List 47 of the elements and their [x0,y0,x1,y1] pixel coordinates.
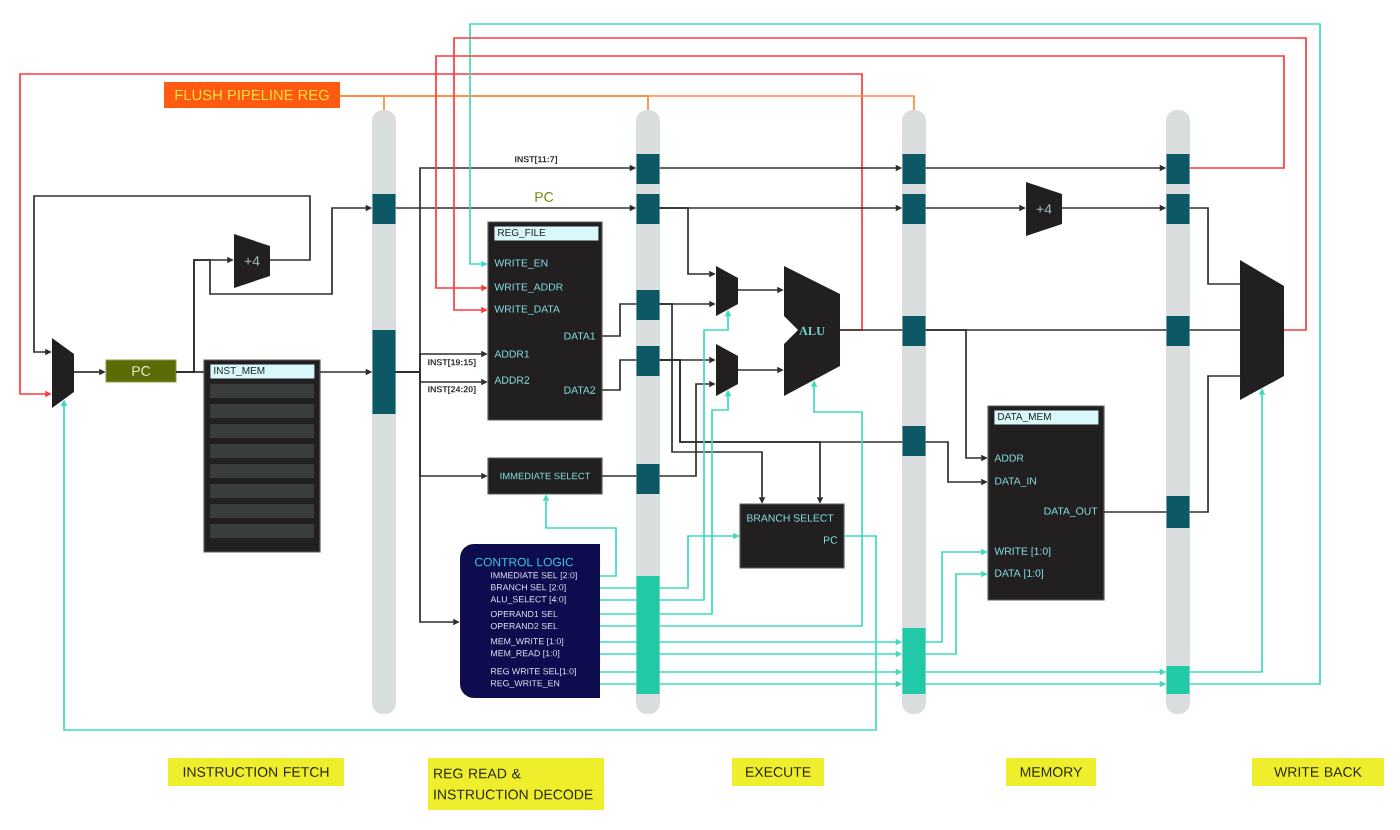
wire [599,599,638,601]
wire [599,613,638,615]
register-cell [1166,154,1190,184]
memory-block [203,359,321,553]
register-cell [636,346,660,376]
wire [1188,329,1241,331]
register-cell [372,330,396,414]
register-cell [636,290,660,320]
wire [1188,207,1241,285]
wire [599,587,638,589]
wire [599,683,638,685]
register-cell [636,194,660,224]
wire [599,671,638,673]
multiplexer-symbol [1240,260,1284,400]
wire [839,329,904,331]
memory-block [987,405,1105,601]
wire [658,359,904,443]
register-cell [902,426,926,456]
register-cell [1166,666,1190,694]
register-cell [1166,316,1190,346]
register-cell [636,576,660,694]
wire [339,95,915,111]
wire [599,641,638,643]
wire [599,653,638,655]
register-cell [902,316,926,346]
multiplexer-symbol [52,338,74,408]
register-cell [1166,496,1190,528]
wire [601,475,638,477]
process-box [739,503,845,569]
multiplexer-symbol [716,266,738,316]
wire [1188,375,1241,513]
control-unit-box [460,544,600,698]
wire [1103,511,1168,513]
register-cell [1166,194,1190,224]
wire [599,625,638,627]
multiplexer-symbol [716,344,738,396]
wire [601,359,638,391]
register-file-block [487,221,603,421]
register-cell [636,154,660,184]
register-cell [902,194,926,224]
register-cell [902,628,926,694]
wire [601,303,638,337]
register-cell [902,154,926,184]
arrow [453,37,1307,331]
arrow [469,23,1321,685]
register-cell [372,194,396,224]
register-cell [636,464,660,494]
